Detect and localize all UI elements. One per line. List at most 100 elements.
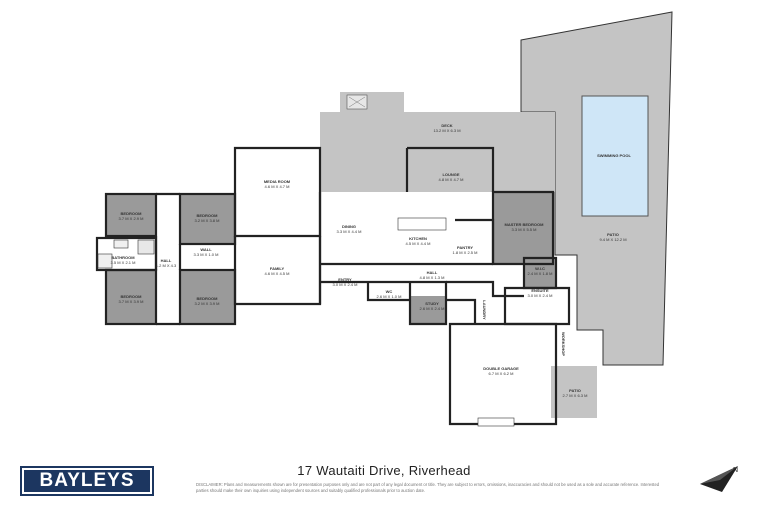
room-dimensions: 2.4 M X 1.8 M	[528, 271, 553, 276]
brand-wordmark: BAYLEYS	[24, 470, 150, 492]
room-dimensions: 2.6 M X 1.0 M	[377, 294, 402, 299]
room-name: HALL	[427, 270, 438, 275]
room-name: MASTER BEDROOM	[505, 222, 545, 227]
north-arrow-icon: N	[700, 466, 738, 492]
room-name: FAMILY	[270, 266, 285, 271]
bath-tub	[97, 253, 113, 269]
vanity	[113, 239, 129, 249]
room-name: WC	[386, 289, 393, 294]
room-dimensions: 4.8 M X 4.7 M	[439, 177, 464, 182]
room-dimensions: 3.2 M X 3.9 M	[195, 301, 220, 306]
room-name: DOUBLE GARAGE	[483, 366, 519, 371]
room-dimensions: 4.8 M X 1.3 M	[420, 275, 445, 280]
bedroom-4-floor	[180, 270, 235, 324]
room-dimensions: 3.7 M X 3.9 M	[119, 299, 144, 304]
room-dimensions: 3.3 M X 5.5 M	[512, 227, 537, 232]
garage-door	[477, 417, 515, 427]
property-address: 17 Wautaiti Drive, Riverhead	[297, 463, 471, 478]
room-dimensions: 4.5 M X 4.4 M	[406, 241, 431, 246]
room-dimensions: 4.6 M X 4.5 M	[265, 271, 290, 276]
room-dimensions: 1.8 M X 2.5 M	[453, 250, 478, 255]
room-dimensions: 3.2 M X 3.8 M	[195, 218, 220, 223]
room-name: WORKSHOP	[561, 332, 566, 356]
wet-areas	[106, 192, 556, 324]
patio-small-area	[551, 366, 597, 418]
room-dimensions: 2.7 M X 6.3 M	[563, 393, 588, 398]
room-name: KITCHEN	[409, 236, 427, 241]
room-dimensions: 1.2 M X 4.3	[156, 263, 177, 268]
room-label-workshop: WORKSHOP	[561, 332, 566, 356]
disclaimer-text: DISCLAIMER: Plans and measurements shown…	[196, 482, 660, 493]
room-name: PATIO	[607, 232, 619, 237]
master-bedroom-floor	[493, 192, 553, 264]
room-name: W.I.C	[535, 266, 545, 271]
room-name: HALL	[161, 258, 172, 263]
room-dimensions: 3.3 M X 4.4 M	[337, 229, 362, 234]
compass-label: N	[733, 467, 738, 474]
bedroom-3-floor	[106, 270, 156, 324]
swimming-pool	[581, 95, 649, 217]
room-name: BATHROOM	[111, 255, 135, 260]
room-name: SWIMMING POOL	[597, 153, 631, 158]
room-name: ENSUITE	[531, 288, 549, 293]
room-name: BEDROOM	[121, 294, 143, 299]
room-dimensions: 3.3 M X 1.0 M	[194, 252, 219, 257]
bedroom-1-floor	[106, 194, 156, 236]
walls	[95, 146, 571, 426]
fixtures	[97, 217, 515, 427]
room-name: WALL	[200, 247, 212, 252]
room-name: STUDY	[425, 301, 439, 306]
room-name: BEDROOM	[121, 211, 143, 216]
room-dimensions: 3.0 M X 2.4 M	[528, 293, 553, 298]
room-name: BEDROOM	[197, 296, 219, 301]
kitchen-island	[397, 217, 447, 231]
room-label-swimming-pool: SWIMMING POOL	[597, 153, 631, 158]
room-dimensions: 3.0 M X 2.4 M	[333, 282, 358, 287]
room-name: PANTRY	[457, 245, 473, 250]
room-name: LAUNDRY	[482, 300, 487, 320]
room-dimensions: 6.7 M X 6.2 M	[489, 371, 514, 376]
room-dimensions: 9.4 M X 12.2 M	[599, 237, 626, 242]
shower	[137, 239, 155, 255]
room-name: DINING	[342, 224, 356, 229]
bedroom-2-floor	[180, 194, 235, 244]
room-name: MEDIA ROOM	[264, 179, 291, 184]
room-name: PATIO	[569, 388, 581, 393]
study-floor	[410, 296, 446, 324]
bayleys-logo: BAYLEYS	[20, 466, 154, 496]
deck-area	[320, 112, 555, 192]
room-dimensions: 4.6 M X 4.7 M	[265, 184, 290, 189]
outdoor-areas	[320, 11, 673, 418]
room-label-laundry: LAUNDRY	[482, 300, 487, 320]
room-dimensions: 3.7 M X 2.9 M	[119, 216, 144, 221]
room-dimensions: 13.2 M X 6.3 M	[433, 128, 460, 133]
room-dimensions: 2.6 M X 2.4 M	[420, 306, 445, 311]
room-dimensions: 3.5 M X 2.1 M	[111, 260, 136, 265]
